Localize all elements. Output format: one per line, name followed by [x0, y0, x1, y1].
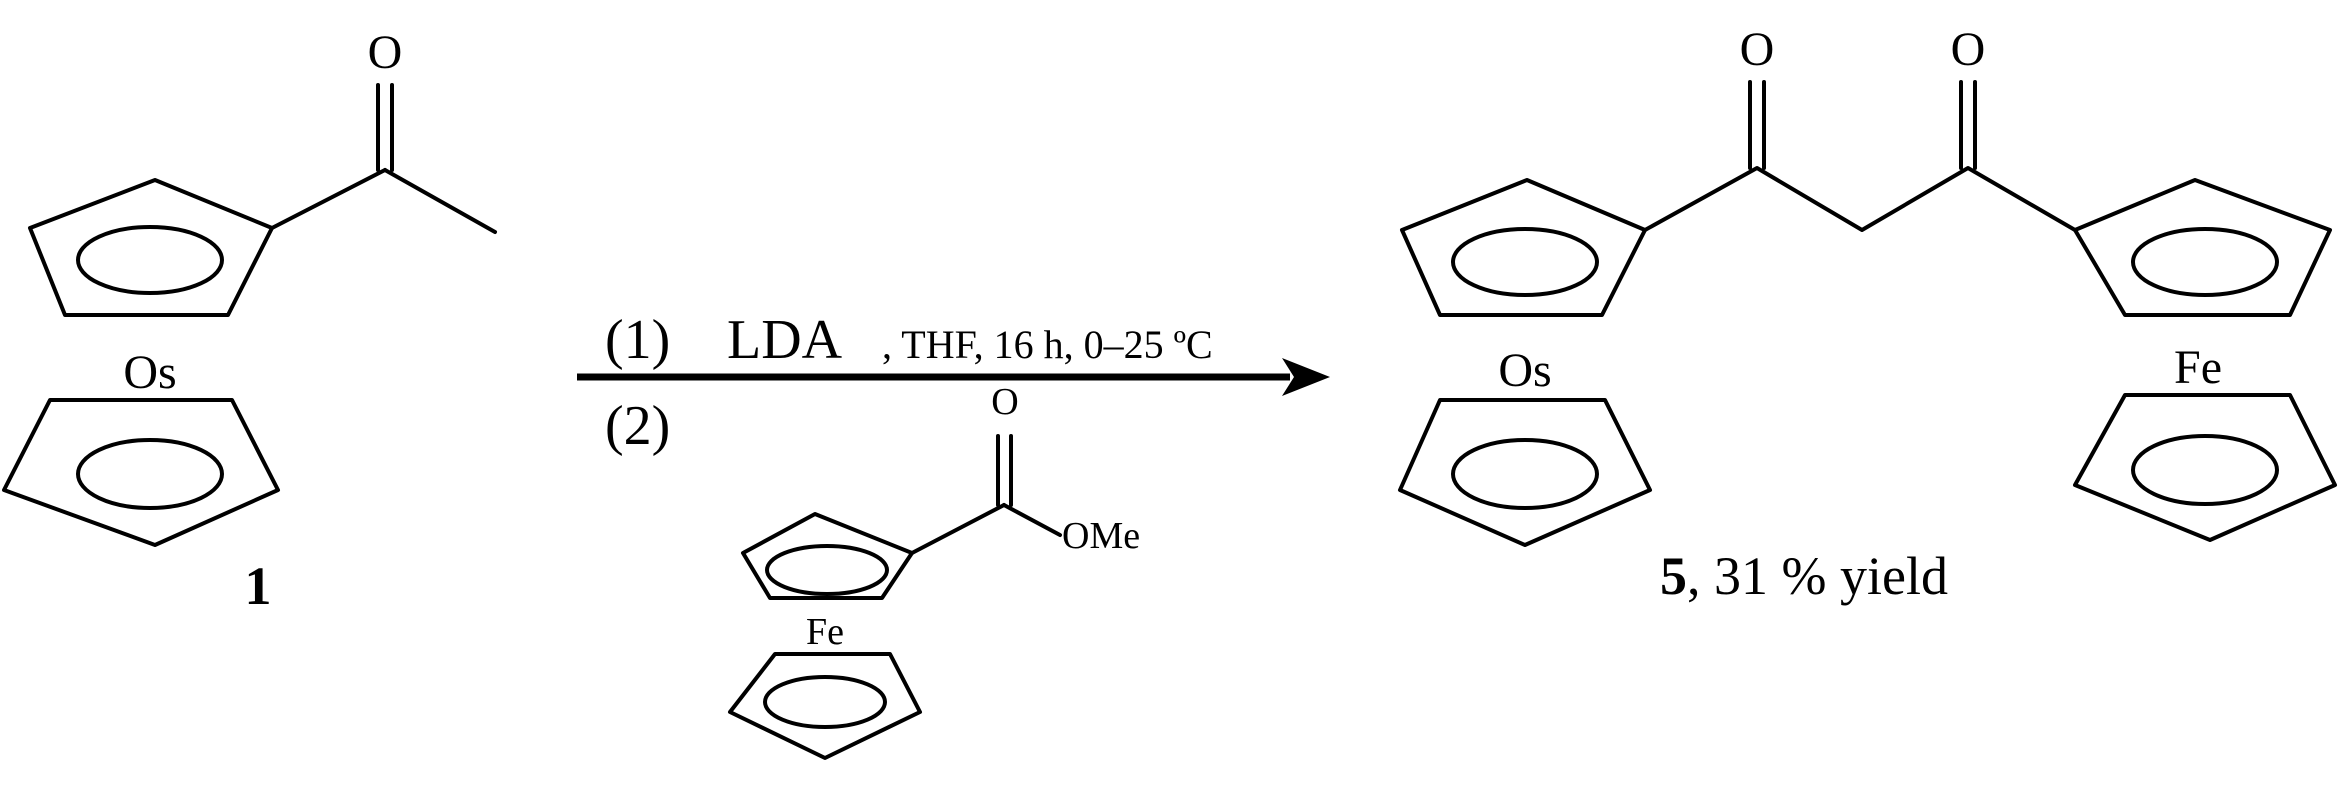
product-left-lower-cp-ring	[1398, 398, 1652, 547]
reagent-lower-cp-ring	[728, 652, 922, 760]
reaction-arrow-head	[1282, 358, 1330, 396]
product-right-lower-cp-ring	[2073, 393, 2337, 542]
reactant-oxygen-label: O	[368, 26, 403, 79]
step-1-details: , THF, 16 h, 0–25 ºC	[882, 322, 1213, 367]
reagent-ring-to-carbonyl-bond	[910, 503, 1006, 555]
product-right-oxygen-label: O	[1951, 23, 1986, 76]
reactant-compound-number: 1	[245, 556, 272, 616]
product-left-upper-cp-ring	[1400, 178, 1647, 317]
product-caption: 5, 31 % yield	[1660, 546, 1948, 606]
reagent-oxygen-label: O	[991, 381, 1018, 423]
product-left-metal-label: Os	[1498, 344, 1551, 397]
product-right-upper-cp-aromatic-circle	[2131, 227, 2279, 297]
step-2-index: (2)	[605, 395, 670, 457]
reactant-metal-label: Os	[123, 346, 176, 399]
reagent-upper-cp-aromatic-circle	[765, 544, 889, 596]
product-right-lower-cp-aromatic-circle	[2131, 434, 2279, 506]
product-5-structure: O O Os Fe 5, 31 % yield	[1398, 23, 2337, 606]
reagent-upper-cp-ring	[741, 512, 914, 600]
product-right-upper-cp-ring	[2073, 178, 2332, 317]
step-1-index: (1)	[605, 309, 670, 371]
product-left-lower-cp-aromatic-circle	[1451, 438, 1599, 510]
product-compound-number: 5	[1660, 546, 1687, 606]
reactant-lower-cp-ring	[2, 398, 280, 547]
product-right-metal-label: Fe	[2174, 341, 2222, 394]
reactant-1-structure: O Os 1	[2, 26, 497, 616]
product-diketone-chain	[1643, 166, 2077, 232]
step-1-reagent: LDA	[727, 309, 843, 371]
reactant-upper-cp-ring	[28, 178, 274, 317]
reagent-metal-label: Fe	[806, 611, 844, 653]
reagent-ester-bond	[1002, 503, 1062, 537]
reagent-lower-cp-aromatic-circle	[763, 675, 887, 729]
reactant-lower-cp-aromatic-circle	[76, 438, 224, 510]
product-left-upper-cp-aromatic-circle	[1451, 227, 1599, 297]
reactant-methyl-bond	[383, 168, 497, 234]
reactant-upper-cp-aromatic-circle	[76, 225, 224, 295]
reagent-ester-label: OMe	[1062, 515, 1140, 557]
reaction-arrow-group: (1) LDA , THF, 16 h, 0–25 ºC (2)	[577, 309, 1330, 457]
reagent-structure: O OMe Fe	[728, 381, 1140, 760]
reactant-ring-to-carbonyl-bond	[270, 168, 387, 230]
product-yield-text: , 31 % yield	[1687, 546, 1948, 606]
product-left-oxygen-label: O	[1740, 23, 1775, 76]
